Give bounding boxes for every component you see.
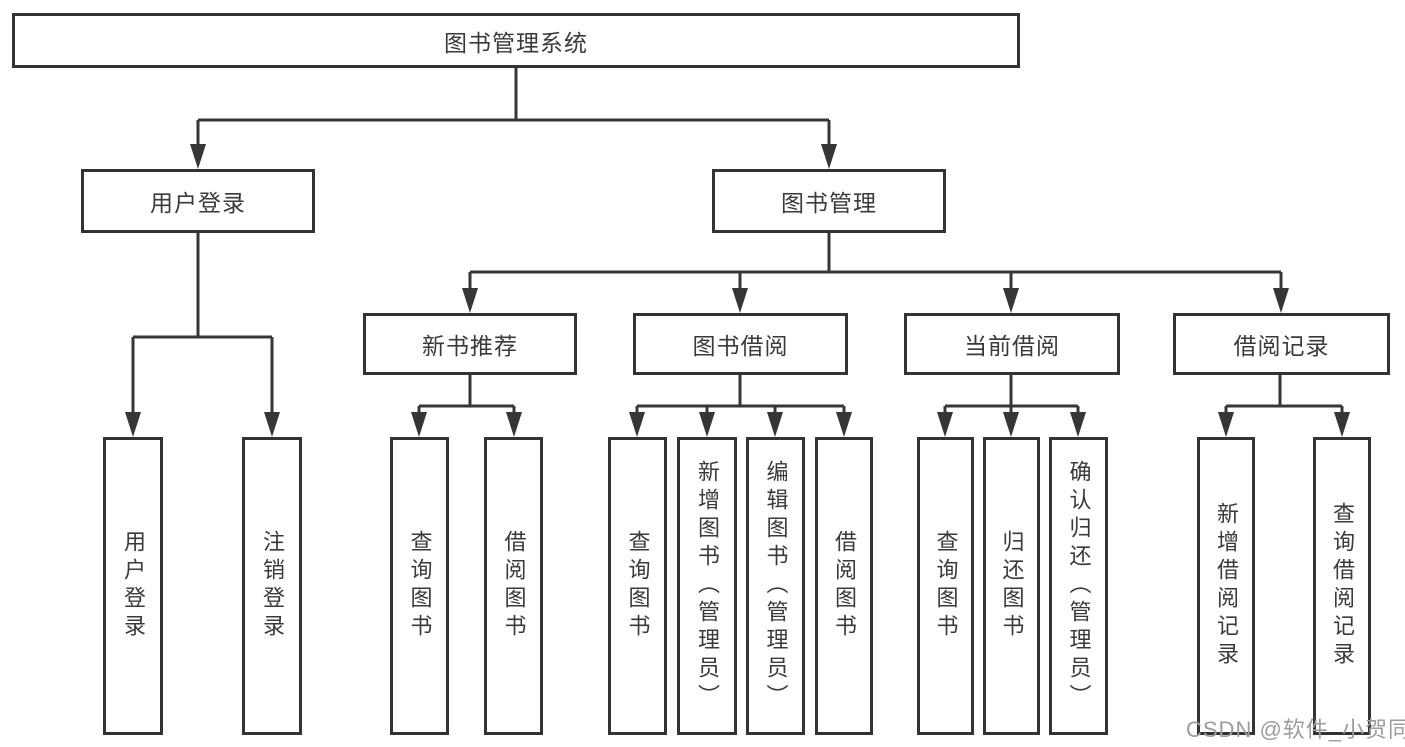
leaf-query-books-current-label: 查询图书: [933, 530, 959, 642]
leaf-add-books-admin: 新增图书（管理员）: [677, 437, 737, 735]
node-new-book-recommend-label: 新书推荐: [422, 333, 518, 359]
leaf-add-borrow-record: 新增借阅记录: [1197, 437, 1255, 735]
leaf-query-books-borrowing-label: 查询图书: [625, 530, 651, 642]
node-current-borrowing: 当前借阅: [904, 313, 1120, 375]
node-book-borrowing: 图书借阅: [633, 313, 848, 375]
leaf-edit-books-admin: 编辑图书（管理员）: [746, 437, 805, 735]
leaf-query-books-borrowing: 查询图书: [608, 437, 667, 735]
leaf-user-login-label: 用户登录: [121, 530, 146, 642]
node-user-login: 用户登录: [81, 169, 315, 233]
node-borrowing-records: 借阅记录: [1173, 313, 1390, 375]
leaf-user-login: 用户登录: [103, 437, 163, 735]
leaf-add-books-admin-label: 新增图书（管理员）: [695, 460, 720, 712]
leaf-query-books-current: 查询图书: [917, 437, 974, 735]
leaf-query-books-recommend-label: 查询图书: [407, 530, 433, 642]
tree-edges: [131, 68, 1344, 416]
leaf-return-books: 归还图书: [983, 437, 1040, 735]
node-book-management: 图书管理: [712, 169, 946, 233]
node-new-book-recommend: 新书推荐: [363, 313, 577, 375]
leaf-borrow-books-recommend: 借阅图书: [484, 437, 543, 735]
leaf-query-books-recommend: 查询图书: [390, 437, 449, 735]
leaf-logout: 注销登录: [242, 437, 302, 735]
leaf-add-borrow-record-label: 新增借阅记录: [1214, 502, 1239, 670]
node-current-borrowing-label: 当前借阅: [964, 333, 1060, 359]
csdn-watermark: CSDN @软件_小贺同学: [1186, 717, 1405, 742]
leaf-return-books-label: 归还图书: [999, 530, 1025, 642]
leaf-borrow-books: 借阅图书: [815, 437, 873, 735]
leaf-query-borrow-record: 查询借阅记录: [1313, 437, 1371, 735]
leaf-edit-books-admin-label: 编辑图书（管理员）: [763, 460, 789, 712]
leaf-borrow-books-label: 借阅图书: [832, 530, 857, 642]
arrowhead-icon: [125, 144, 1350, 437]
node-borrowing-records-label: 借阅记录: [1233, 333, 1330, 359]
leaf-confirm-return-admin-label: 确认归还（管理员）: [1066, 460, 1092, 712]
node-user-login-label: 用户登录: [150, 190, 246, 216]
node-book-management-label: 图书管理: [781, 190, 877, 216]
node-root: 图书管理系统: [12, 13, 1020, 68]
leaf-logout-label: 注销登录: [260, 530, 285, 642]
node-root-label: 图书管理系统: [444, 29, 588, 56]
leaf-query-borrow-record-label: 查询借阅记录: [1330, 502, 1355, 670]
node-book-borrowing-label: 图书借阅: [692, 333, 789, 359]
leaf-confirm-return-admin: 确认归还（管理员）: [1049, 437, 1108, 735]
leaf-borrow-books-recommend-label: 借阅图书: [501, 530, 527, 642]
